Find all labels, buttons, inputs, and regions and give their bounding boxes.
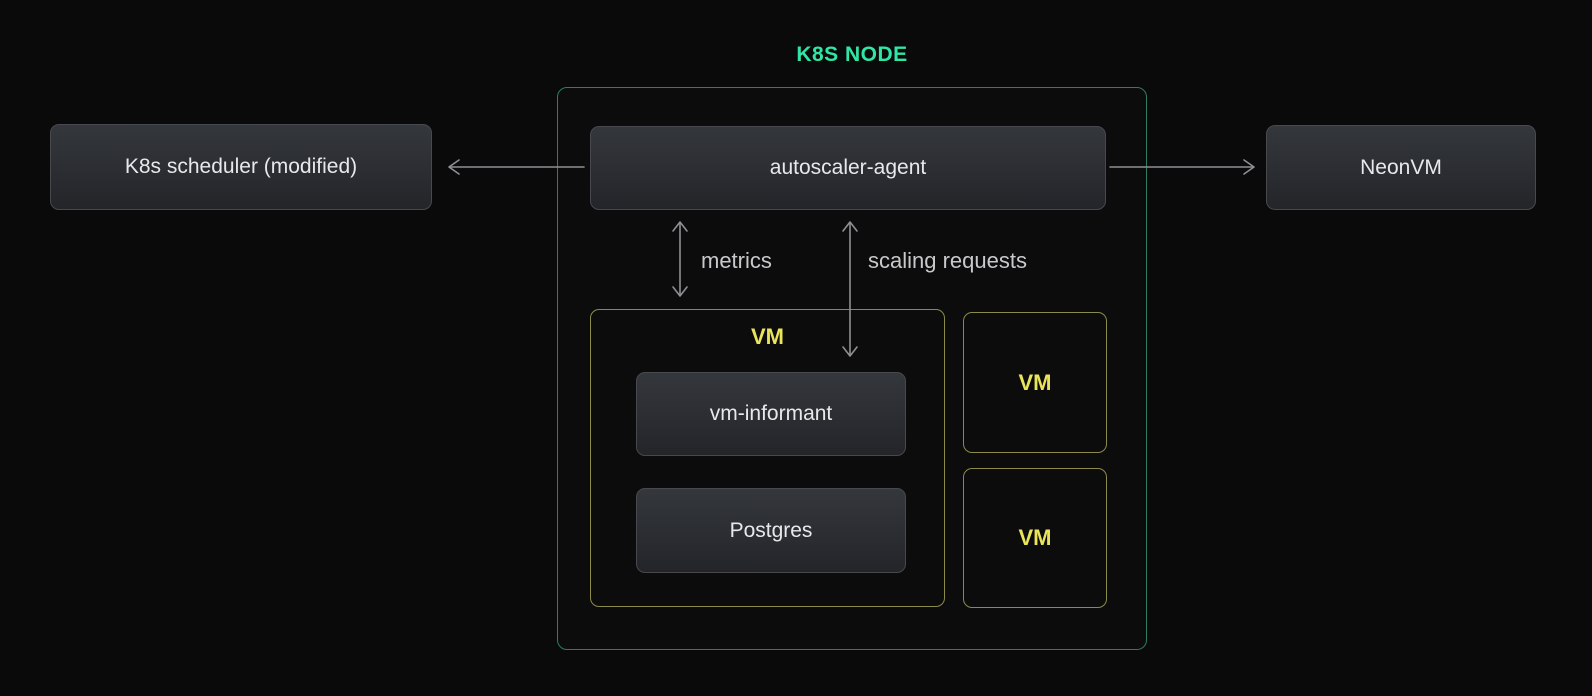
- metrics-edge-label: metrics: [701, 248, 772, 273]
- scaling-requests-edge-label: scaling requests: [868, 248, 1027, 273]
- vm-small-1-label: VM: [1018, 369, 1052, 395]
- vm-box-main: VM: [590, 309, 945, 607]
- postgres-label: Postgres: [729, 518, 813, 542]
- neonvm-box: NeonVM: [1266, 125, 1536, 210]
- k8s-node-container: [557, 87, 1147, 650]
- postgres-box: Postgres: [636, 488, 906, 573]
- vm-small-2-label: VM: [1018, 525, 1052, 550]
- autoscaler-agent-box: autoscaler-agent: [590, 126, 1106, 210]
- k8s-scheduler-label: K8s scheduler (modified): [124, 155, 358, 178]
- vm-main-label: VM: [751, 324, 784, 349]
- k8s-node-title: K8S NODE: [796, 43, 908, 66]
- autoscaler-agent-label: autoscaler-agent: [769, 156, 927, 179]
- k8s-scheduler-box: K8s scheduler (modified): [50, 124, 432, 210]
- neonvm-label: NeonVM: [1360, 155, 1442, 179]
- vm-informant-label: vm-informant: [709, 402, 833, 425]
- vm-box-small-2: VM: [963, 468, 1107, 608]
- vm-box-small-1: VM: [963, 312, 1107, 453]
- vm-informant-box: vm-informant: [636, 372, 906, 456]
